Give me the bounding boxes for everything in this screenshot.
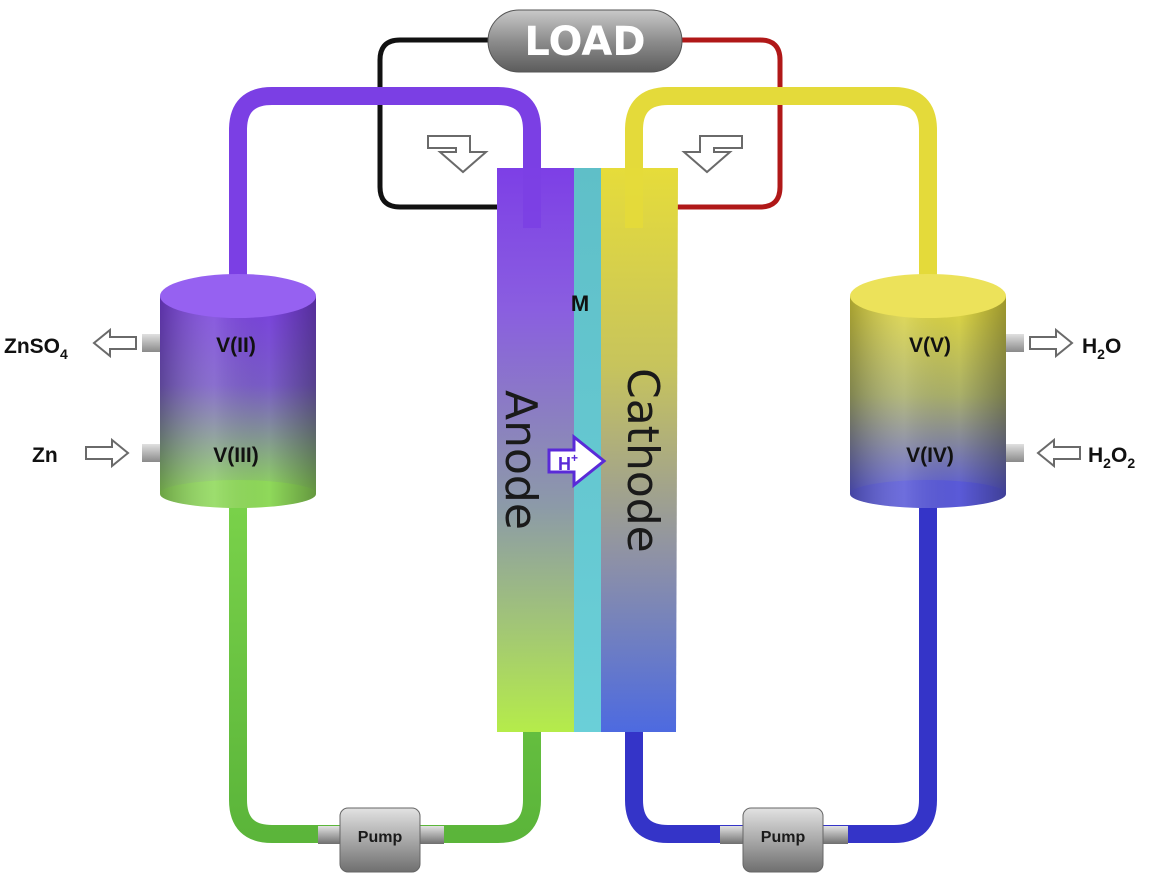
load-element: LOAD (487, 9, 683, 73)
left-inlet-port (142, 444, 160, 462)
hydrogen-peroxide-label: H2O2 (1088, 444, 1135, 471)
membrane-label: M (571, 291, 589, 316)
svg-text:H+: H+ (558, 451, 578, 474)
pipe-anolyte-discharged (229, 500, 541, 843)
anolyte-tank: V(II) V(III) (160, 274, 316, 508)
zinc-sulfate-label: ZnSO4 (4, 335, 68, 362)
pipe-catholyte-discharged (625, 500, 937, 843)
catholyte-tank: V(V) V(IV) (850, 274, 1006, 508)
proton-symbol: H (558, 454, 571, 474)
left-tank-top-species: V(II) (216, 334, 256, 357)
peroxide-inlet-arrow (1036, 437, 1081, 469)
cathode-label: Cathode (617, 368, 668, 553)
right-tank-top-species: V(V) (909, 334, 951, 357)
water-outlet-arrow (1029, 327, 1074, 359)
water-label: H2O (1082, 335, 1121, 362)
cathode-compartment (601, 168, 678, 732)
proton-charge: + (571, 451, 578, 465)
anode-label: Anode (495, 390, 546, 530)
positive-wire (670, 37, 783, 210)
anode-compartment (497, 168, 574, 732)
left-pump-label: Pump (358, 829, 403, 846)
zinc-label: Zn (32, 444, 58, 467)
right-pump: Pump (720, 807, 848, 873)
load-label: LOAD (524, 19, 645, 65)
negative-wire (377, 37, 500, 210)
right-outlet-port (1006, 334, 1024, 352)
pipe-anolyte-charged (229, 87, 541, 299)
pipe-catholyte-charged (625, 87, 937, 299)
cell-stack: Anode Cathode M H+ (495, 168, 678, 732)
left-outlet-port (142, 334, 160, 352)
right-pump-label: Pump (761, 829, 806, 846)
left-tank-bottom-species: V(III) (213, 444, 259, 467)
electron-flow-arrow-right (681, 135, 743, 174)
right-inlet-port (1006, 444, 1024, 462)
left-pump: Pump (318, 807, 444, 873)
zinc-inlet-arrow (85, 437, 130, 469)
right-tank-bottom-species: V(IV) (906, 444, 954, 467)
zinc-sulfate-outlet-arrow (92, 327, 137, 359)
electron-flow-arrow-left (427, 135, 489, 174)
proton-transfer-arrow: H+ (547, 433, 607, 489)
